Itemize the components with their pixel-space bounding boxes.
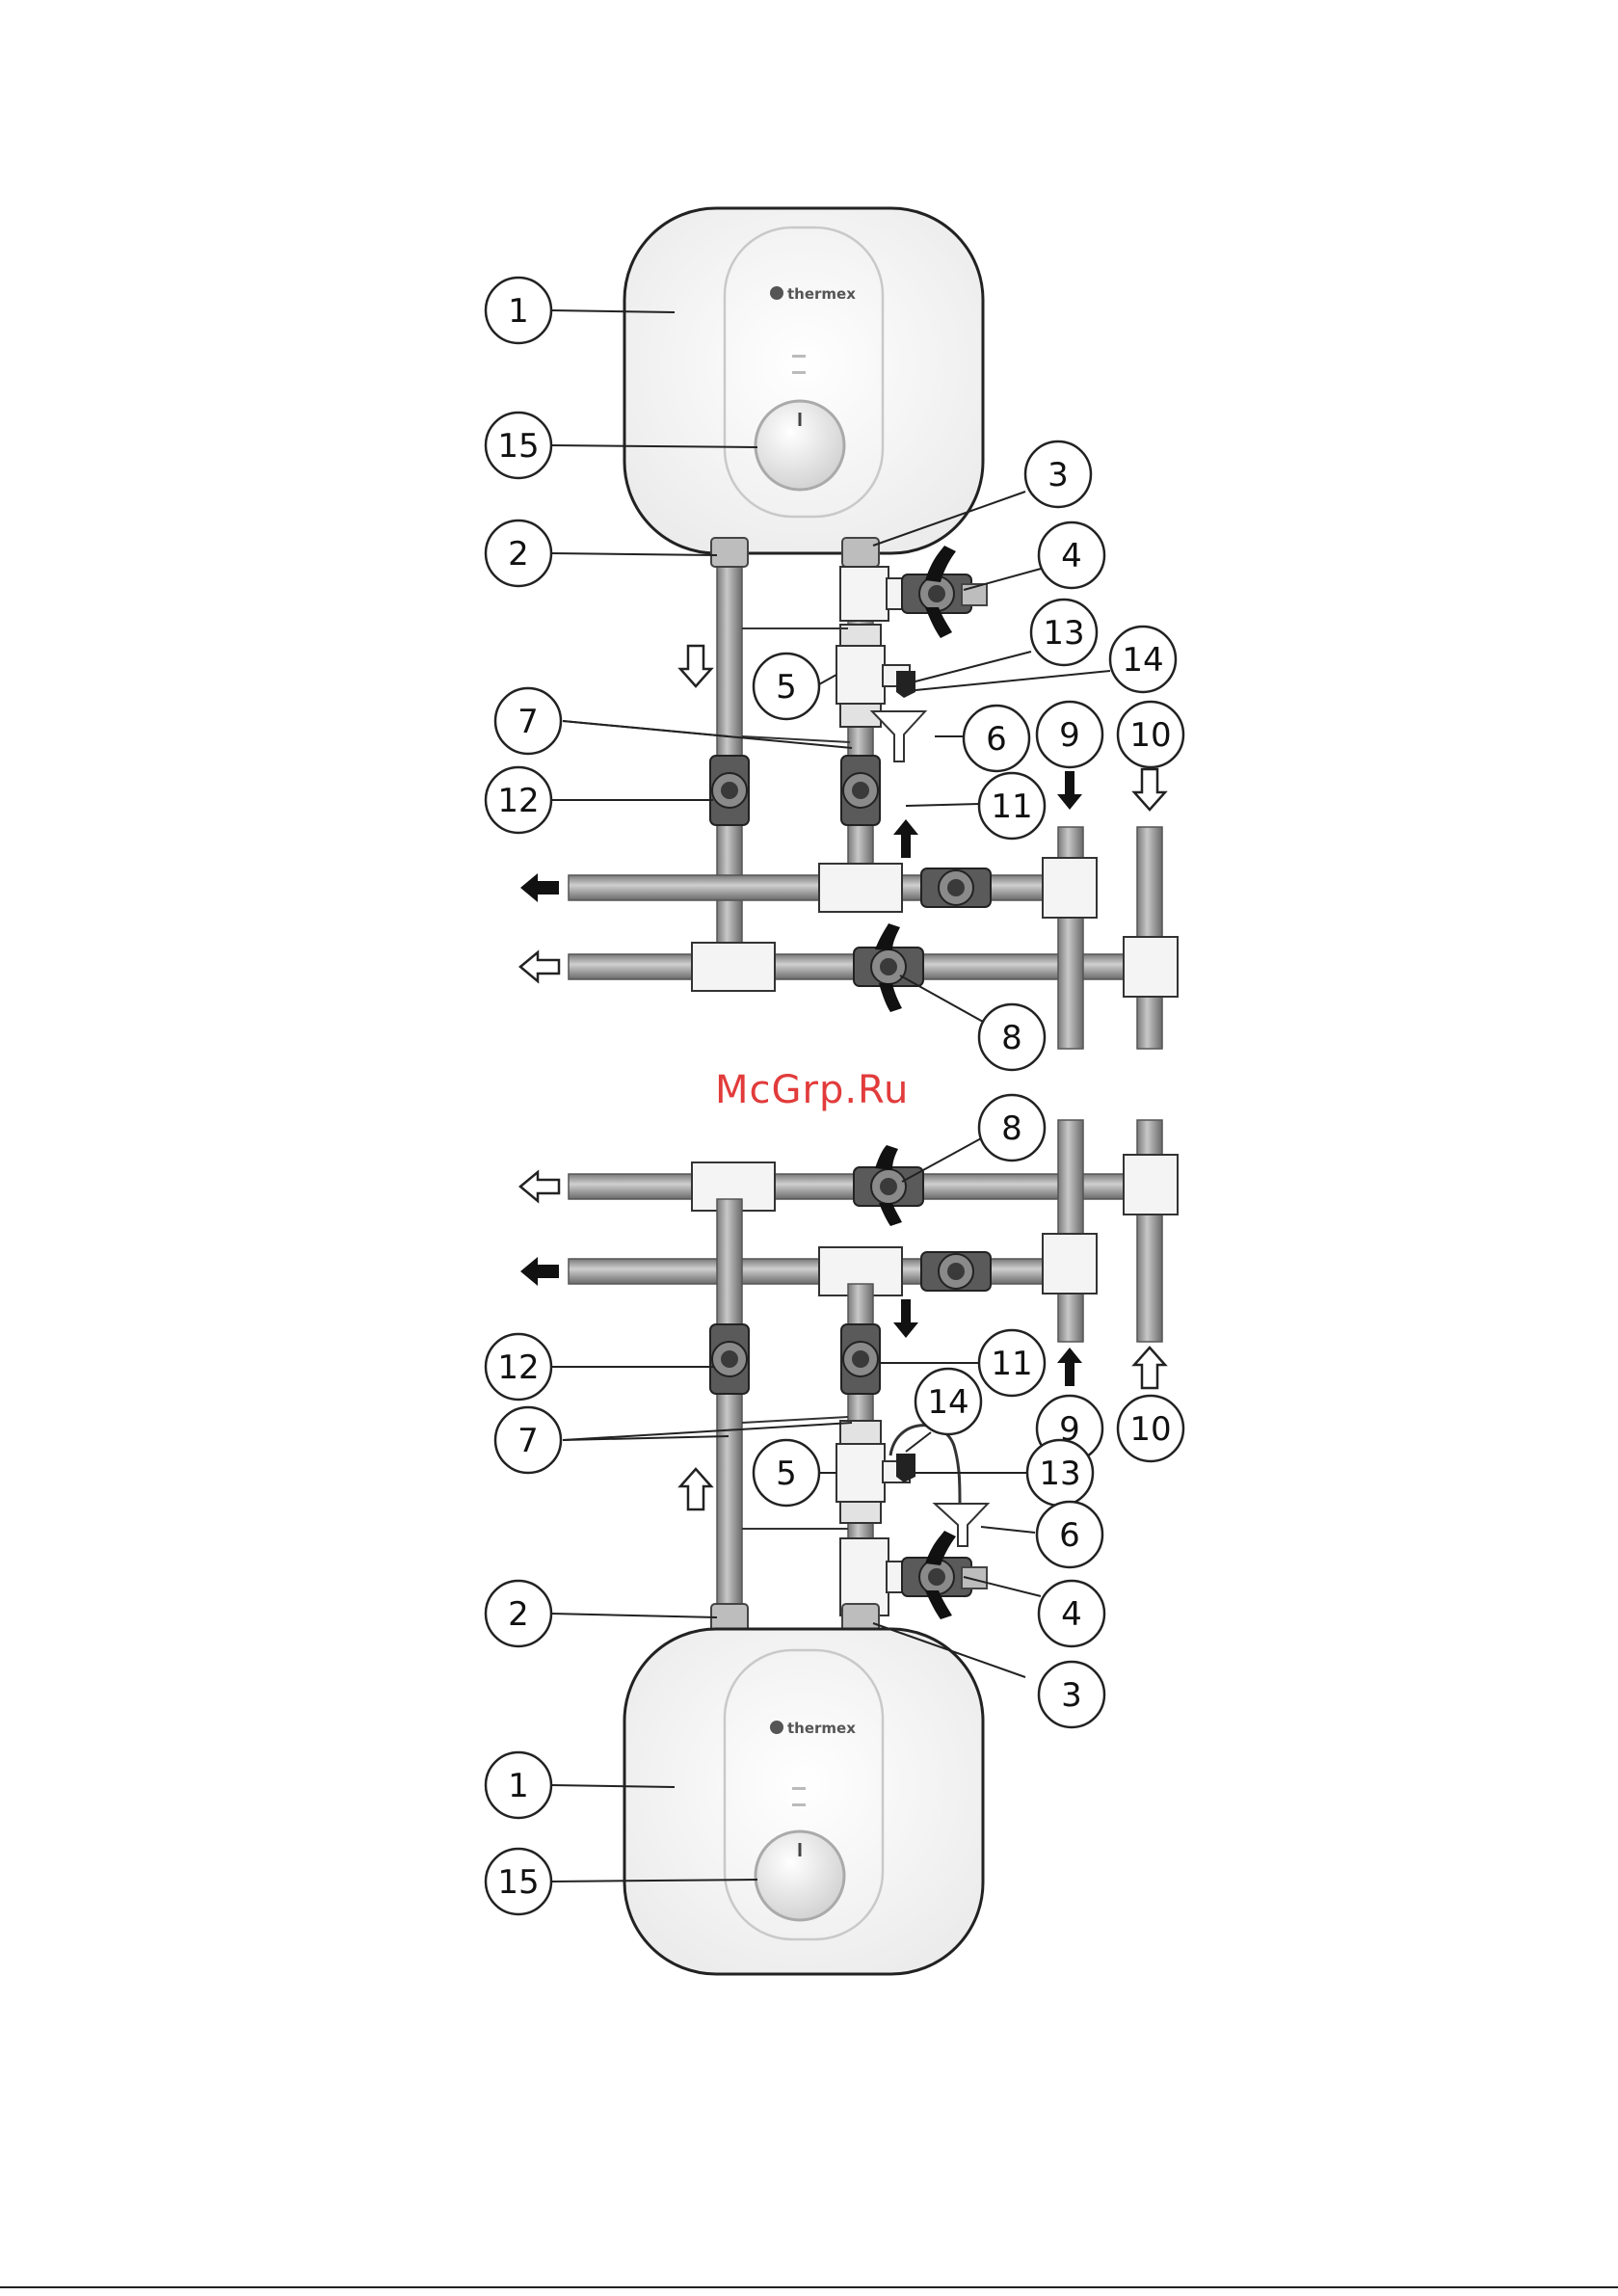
callout-14-top: 14 [1110, 627, 1176, 692]
callout-11-bottom: 11 [979, 1330, 1045, 1396]
callout-8-bottom: 8 [979, 1095, 1045, 1161]
page-bottom-rule [0, 2286, 1618, 2288]
callout-label: 12 [497, 1348, 539, 1387]
callout-label: 14 [927, 1383, 968, 1422]
callout-3-top: 3 [1025, 441, 1091, 507]
callout-7-top: 7 [495, 688, 561, 754]
callout-15-bottom: 15 [486, 1849, 551, 1914]
outlet-nut [842, 538, 879, 567]
callout-15-top: 15 [486, 413, 551, 478]
callout-label: 7 [517, 703, 539, 741]
callout-label: 9 [1059, 716, 1080, 755]
callout-label: 15 [497, 1863, 539, 1902]
brand-label: thermex [787, 1720, 856, 1737]
callout-13-top: 13 [1031, 600, 1097, 665]
flow-up-arrow-icon [893, 819, 918, 858]
flow-left-arrow-icon [520, 1257, 559, 1286]
callout-3-bottom: 3 [1039, 1662, 1104, 1727]
callout-label: 5 [776, 668, 797, 707]
callout-label: 7 [517, 1422, 539, 1460]
flow-up-arrow-icon [680, 1469, 711, 1509]
flow-down-arrow-icon [1057, 771, 1082, 810]
callout-label: 1 [508, 292, 529, 331]
callout-label: 4 [1061, 537, 1082, 575]
callout-label: 10 [1129, 1410, 1171, 1449]
callout-label: 4 [1061, 1595, 1082, 1634]
callout-1-top: 1 [486, 278, 551, 343]
callout-label: 3 [1048, 456, 1069, 494]
callout-10-bottom: 10 [1118, 1396, 1183, 1461]
flow-up-arrow-icon [1134, 1348, 1165, 1388]
callout-label: 6 [1059, 1516, 1080, 1555]
drain-funnel [872, 711, 925, 761]
callout-6-top: 6 [964, 706, 1029, 771]
callout-label: 6 [986, 720, 1007, 759]
flow-up-arrow-icon [1057, 1348, 1082, 1386]
flow-down-arrow-icon [1134, 769, 1165, 810]
water-heater-top: thermex [624, 208, 983, 553]
callout-5-bottom: 5 [754, 1440, 819, 1506]
callout-6-bottom: 6 [1037, 1502, 1102, 1567]
callout-label: 1 [508, 1767, 529, 1805]
callout-9-top: 9 [1037, 702, 1102, 767]
callout-5-top: 5 [754, 654, 819, 719]
water-heater-bottom: thermex [624, 1629, 983, 1974]
flow-down-arrow-icon [893, 1299, 918, 1338]
callout-label: 14 [1122, 641, 1163, 680]
callout-label: 13 [1043, 614, 1084, 653]
callout-1-bottom: 1 [486, 1752, 551, 1818]
callout-11-top: 11 [979, 773, 1045, 839]
brand-logo-icon [770, 286, 783, 300]
main-hot-pipe [1137, 1120, 1162, 1342]
callout-label: 8 [1001, 1109, 1022, 1148]
callout-12-top: 12 [486, 767, 551, 833]
brand-logo-icon [770, 1721, 783, 1734]
callout-label: 3 [1061, 1676, 1082, 1715]
callout-4-top: 4 [1039, 522, 1104, 588]
callout-2-top: 2 [486, 521, 551, 586]
callout-label: 10 [1129, 716, 1171, 755]
callout-8-top: 8 [979, 1004, 1045, 1070]
inlet-nut [711, 538, 748, 567]
callout-7-bottom: 7 [495, 1407, 561, 1473]
brand-label: thermex [787, 285, 856, 303]
callout-label: 2 [508, 535, 529, 574]
main-cold-pipe [1058, 1120, 1083, 1342]
callout-label: 11 [991, 1345, 1032, 1383]
callout-14-bottom: 14 [915, 1369, 981, 1434]
callout-label: 15 [497, 427, 539, 466]
flow-down-arrow-icon [680, 646, 711, 686]
flow-left-arrow-icon [520, 1172, 559, 1201]
flow-left-arrow-icon [520, 873, 559, 902]
cold-riser-pipe [717, 1199, 742, 1614]
flow-left-arrow-icon [520, 952, 559, 981]
callout-4-bottom: 4 [1039, 1581, 1104, 1646]
callout-2-bottom: 2 [486, 1581, 551, 1646]
callout-label: 12 [497, 782, 539, 820]
callout-label: 5 [776, 1455, 797, 1493]
callout-label: 8 [1001, 1019, 1022, 1057]
callout-label: 13 [1039, 1455, 1080, 1493]
callout-12-bottom: 12 [486, 1334, 551, 1400]
callout-13-bottom: 13 [1027, 1440, 1093, 1506]
callout-10-top: 10 [1118, 702, 1183, 767]
watermark: McGrp.Ru [715, 1068, 909, 1112]
callout-label: 11 [991, 788, 1032, 826]
callout-label: 2 [508, 1595, 529, 1634]
